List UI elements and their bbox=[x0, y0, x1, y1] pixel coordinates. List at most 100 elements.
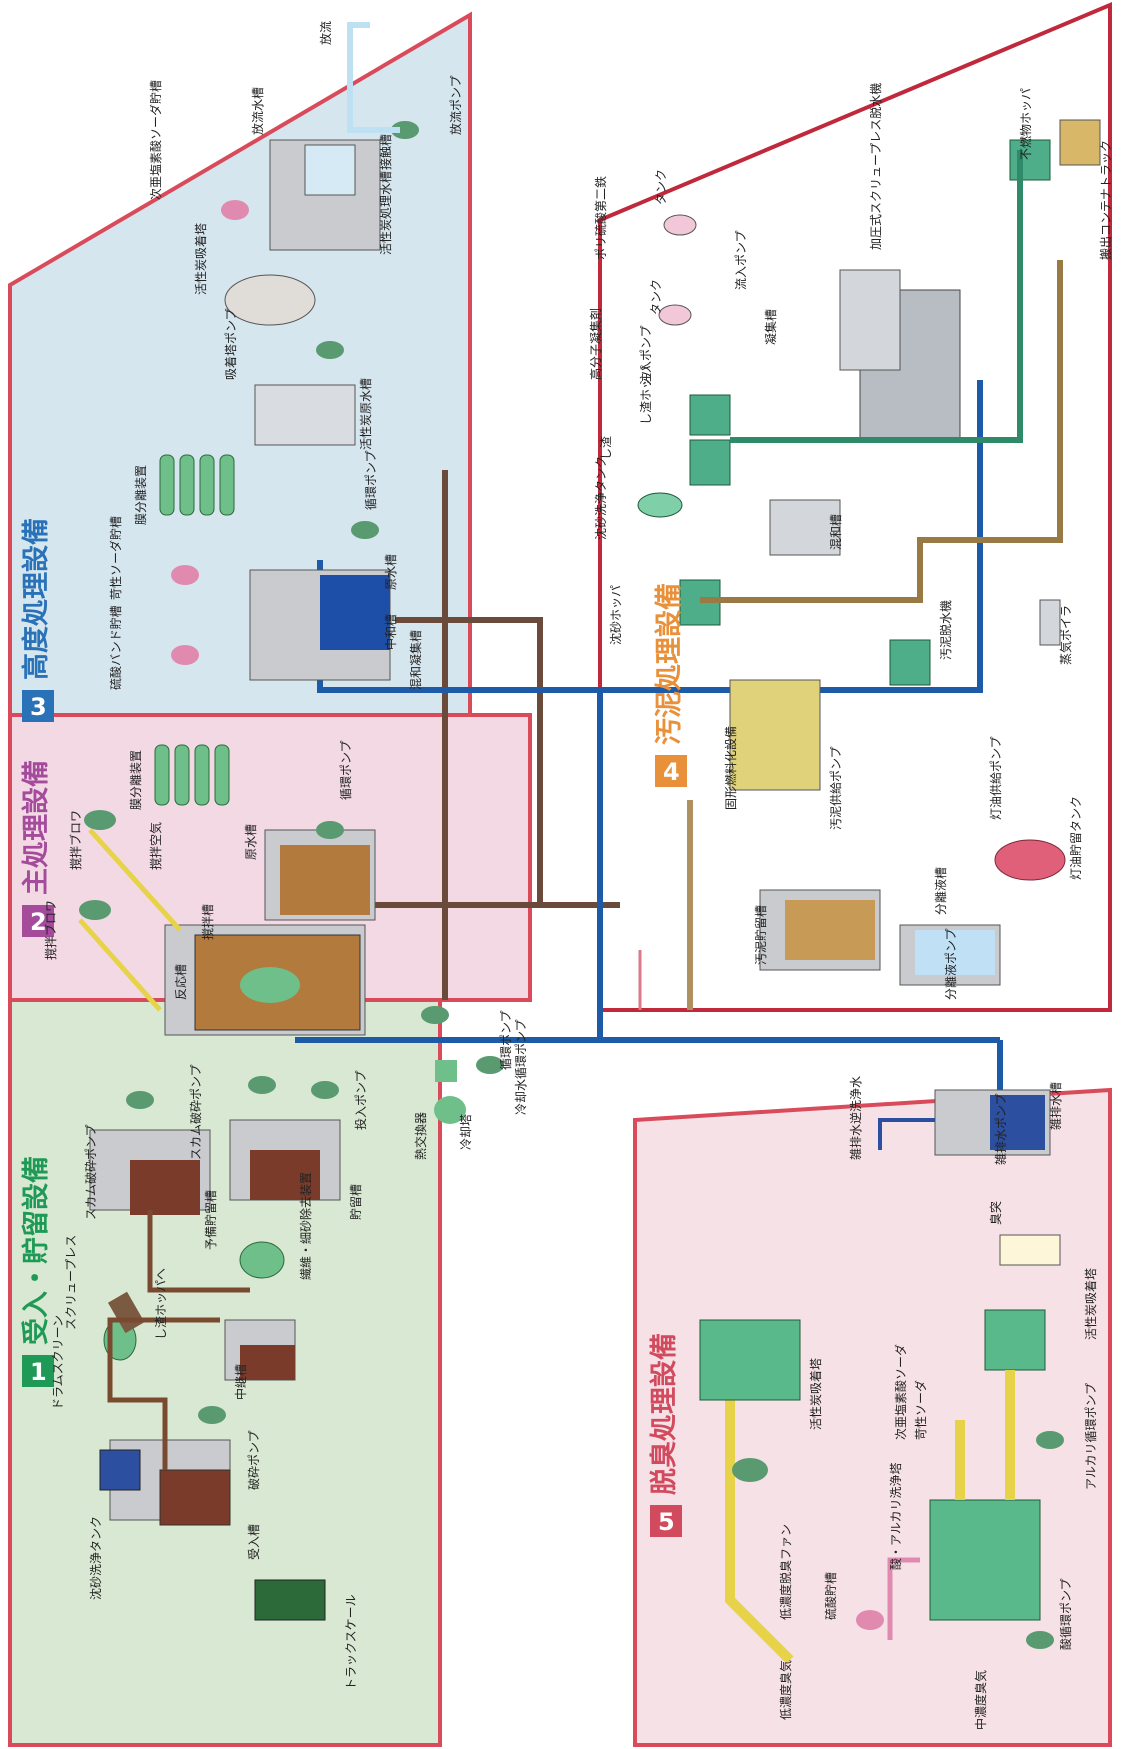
section-1-title: 1 受入・貯留設備 bbox=[20, 1156, 54, 1387]
label-chinsa-senjo: 沈砂洗浄タンク bbox=[593, 456, 608, 540]
label-gensui3: 原水槽 bbox=[384, 554, 398, 590]
section-5-title: 5 脱臭処理設備 bbox=[648, 1333, 682, 1537]
label-maku1: 膜分離装置 bbox=[129, 750, 143, 810]
label-sen-i: 繊維・細砂除去装置 bbox=[298, 1172, 313, 1280]
label-scum-pump: スカム破砕ポンプ bbox=[83, 1124, 98, 1220]
label-zatsu-pump: 雑排水ポンプ bbox=[993, 1093, 1008, 1165]
label-junkan-pump: 循環ポンプ bbox=[499, 1010, 513, 1070]
svg-text:主処理設備: 主処理設備 bbox=[20, 760, 52, 895]
label-tank2: タンク bbox=[654, 169, 668, 205]
label-chuno: 中濃度臭気 bbox=[973, 1670, 988, 1730]
label-horyu-tank: 放流水槽 bbox=[250, 87, 265, 135]
label-katsu-gensui: 活性炭原水槽 bbox=[359, 378, 373, 450]
label-san-pump: 酸循環ポンプ bbox=[1058, 1578, 1073, 1650]
label-maku2: 膜分離装置 bbox=[134, 465, 148, 525]
label-kasei2: 苛性ソーダ bbox=[913, 1380, 928, 1440]
label-horyu-pump: 放流ポンプ bbox=[448, 75, 463, 135]
svg-text:高度処理設備: 高度処理設備 bbox=[20, 518, 52, 680]
label-gyoshu: 凝集槽 bbox=[763, 309, 778, 345]
label-katsu-kyuchaku2: 活性炭吸着塔 bbox=[1083, 1268, 1098, 1340]
label-jiensan: 次亜塩素酸ソーダ貯槽 bbox=[148, 80, 163, 200]
label-shisa-hopper2: し渣ホッパ bbox=[639, 365, 653, 425]
label-alkali-pump: アルカリ循環ポンプ bbox=[1084, 1383, 1098, 1490]
label-odei-kyukyu: 汚泥供給ポンプ bbox=[829, 746, 843, 830]
label-yobi: 予備貯留槽 bbox=[203, 1190, 218, 1250]
label-teino: 低濃度臭気 bbox=[778, 1660, 793, 1720]
svg-text:脱臭処理設備: 脱臭処理設備 bbox=[648, 1333, 680, 1495]
label-zatsu-tank: 雑排水槽 bbox=[1048, 1082, 1063, 1130]
section-1-equipment bbox=[89, 1076, 341, 1621]
label-ryunyu-pump: 流入ポンプ bbox=[734, 230, 748, 290]
label-poly: ポリ硫酸第二鉄 bbox=[593, 176, 608, 260]
label-kakuhan-so: 撹拌槽 bbox=[200, 904, 215, 940]
label-shisa: し渣 bbox=[599, 436, 613, 460]
label-scum-pump2: スカム破砕ポンプ bbox=[188, 1064, 203, 1160]
label-shisa-hopper: し渣ホッパへ bbox=[154, 1268, 168, 1340]
label-junkan-pump2: 循環ポンプ bbox=[339, 740, 353, 800]
label-kokei-nenryo: 固形燃料化設備 bbox=[723, 726, 738, 810]
label-kyuchaku-pump: 吸着塔ポンプ bbox=[223, 308, 238, 380]
label-kotsu: 臭突 bbox=[988, 1201, 1003, 1225]
label-gensui: 原水槽 bbox=[244, 824, 258, 860]
label-tank1: タンク bbox=[649, 279, 663, 315]
label-drum-screen: ドラムスクリーン bbox=[51, 1315, 65, 1410]
label-zatsu-gyaku: 雑排水逆洗浄水 bbox=[848, 1076, 863, 1160]
section-3-title: 3 高度処理設備 bbox=[20, 518, 54, 722]
section-2-title: 2 主処理設備 bbox=[20, 760, 54, 937]
label-press: 加圧式スクリュープレス脱水機 bbox=[868, 83, 883, 250]
section-2-equipment bbox=[78, 744, 504, 1124]
label-katsu-tower: 活性炭吸着塔 bbox=[193, 223, 208, 295]
svg-text:4: 4 bbox=[663, 758, 680, 786]
label-fan: 低濃度脱臭ファン bbox=[778, 1524, 793, 1620]
label-chukei: 中継槽 bbox=[233, 1364, 248, 1400]
label-chuwa: 中和槽 bbox=[383, 614, 398, 650]
svg-text:5: 5 bbox=[658, 1508, 675, 1536]
label-joki: 蒸気ボイラ bbox=[1058, 605, 1073, 665]
label-tonyu-pump: 投入ポンプ bbox=[353, 1070, 368, 1130]
label-odei-dassui: 汚泥脱水機 bbox=[938, 600, 953, 660]
label-kasei-soda: 苛性ソーダ貯槽 bbox=[108, 516, 123, 600]
label-screw-press: スクリュープレス bbox=[64, 1235, 78, 1330]
label-kakuhan-blower2: 撹拌ブロワ bbox=[68, 810, 83, 870]
svg-text:1: 1 bbox=[30, 1358, 47, 1386]
label-reikyaku: 冷却塔 bbox=[459, 1114, 473, 1150]
label-hanno: 反応槽 bbox=[174, 964, 188, 1000]
label-katsu-shori: 活性炭処理水槽 bbox=[379, 171, 393, 255]
label-choryu: 貯留槽 bbox=[349, 1184, 363, 1220]
label-kakuhan-blower1: 撹拌ブロワ bbox=[43, 900, 58, 960]
label-netsu: 熱交換器 bbox=[413, 1112, 428, 1160]
section-3-equipment bbox=[159, 22, 419, 681]
label-kakuhan-kuki: 撹拌空気 bbox=[148, 822, 163, 870]
label-truck: 搬出コンテナトラック bbox=[1098, 140, 1113, 260]
label-chinsa-tank: 沈砂洗浄タンク bbox=[88, 1516, 103, 1600]
section-3-panel bbox=[8, 11, 472, 717]
svg-text:汚泥処理設備: 汚泥処理設備 bbox=[653, 583, 685, 745]
label-odei-choryu: 汚泥貯留槽 bbox=[754, 905, 768, 965]
label-ryusan-band: 硫酸バンド貯槽 bbox=[108, 605, 123, 690]
label-funen-hopper: 不燃物ホッパ bbox=[1018, 88, 1033, 160]
label-konwa: 混和槽 bbox=[829, 514, 843, 550]
label-katsu-kyuchaku: 活性炭吸着塔 bbox=[808, 1358, 823, 1430]
label-kongyo: 混和凝集槽 bbox=[408, 630, 423, 690]
section-4-title: 4 汚泥処理設備 bbox=[653, 583, 687, 787]
label-reikyaku-pump: 冷却水循環ポンプ bbox=[514, 1019, 528, 1115]
svg-text:2: 2 bbox=[30, 908, 47, 936]
label-ryusan-tank: 硫酸貯槽 bbox=[823, 1572, 838, 1620]
label-bunri-pump: 分離液ポンプ bbox=[943, 928, 958, 1000]
svg-text:受入・貯留設備: 受入・貯留設備 bbox=[20, 1156, 52, 1345]
label-kobunshi: 高分子凝集剤 bbox=[588, 308, 603, 380]
label-toyu-tank: 灯油貯留タンク bbox=[1069, 796, 1083, 880]
label-chunyu-pump: 注入ポンプ bbox=[638, 325, 653, 385]
label-toyu-pump: 灯油供給ポンプ bbox=[989, 736, 1003, 820]
label-truck-scale: トラックスケール bbox=[344, 1594, 358, 1690]
svg-text:3: 3 bbox=[30, 693, 47, 721]
equipment-labels: 沈砂洗浄タンク 受入槽 トラックスケール 破砕ポンプ ドラムスクリーン スクリュ… bbox=[43, 21, 1113, 1730]
label-hasai-pump: 破砕ポンプ bbox=[246, 1430, 261, 1490]
label-sesshoku: 接触槽 bbox=[378, 134, 393, 170]
section-5-equipment bbox=[699, 1089, 1064, 1664]
label-bunri: 分離液槽 bbox=[933, 867, 948, 915]
label-junkan-pump3: 循環ポンプ bbox=[364, 450, 378, 510]
label-san-alkali: 酸・アルカリ洗浄塔 bbox=[888, 1462, 903, 1570]
label-horyu: 放流 bbox=[318, 21, 333, 45]
